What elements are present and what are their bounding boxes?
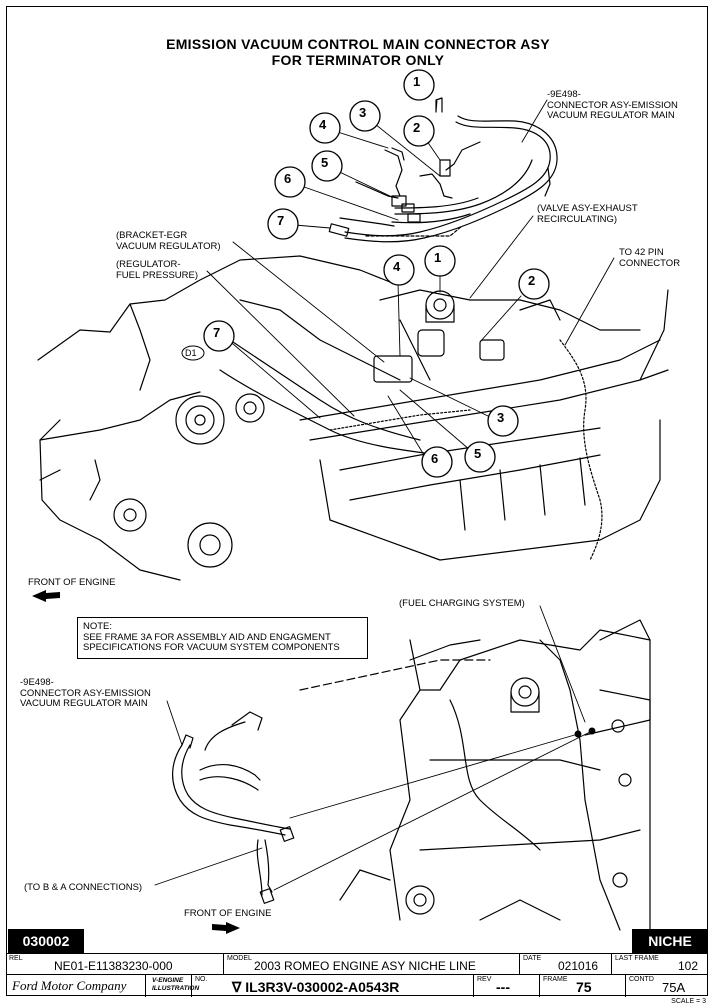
label-to-b-a: (TO B & A CONNECTIONS)	[24, 882, 143, 893]
vengine-text: V-ENGINE ILLUSTRATION	[152, 977, 200, 992]
label-to-42-pin: TO 42 PIN CONNECTOR	[619, 247, 681, 269]
callout-top-2: 2	[413, 120, 421, 135]
callout-top-7: 7	[277, 213, 285, 228]
callout-top-1: 1	[413, 74, 421, 89]
callout-top-4: 4	[319, 117, 327, 132]
callout-engine-4: 4	[393, 259, 401, 274]
rel-caption: REL	[9, 955, 23, 962]
contd-caption: CONTD	[629, 976, 654, 983]
frame-value: 75	[576, 979, 592, 995]
scale-text: SCALE = 3	[671, 998, 706, 1005]
drawing-frame	[6, 6, 708, 996]
callout-engine-6: 6	[431, 451, 439, 466]
engine-top-view	[37, 255, 669, 581]
no-caption: NO.	[195, 976, 208, 983]
label-bracket-egr: (BRACKET-EGR VACUUM REGULATOR)	[116, 230, 221, 252]
number-cell: NO. ∇ IL3R3V-030002-A0543R	[192, 975, 474, 997]
last-frame-cell: LAST FRAME 102	[612, 954, 708, 975]
callout-engine-5: 5	[474, 446, 482, 461]
note-text: NOTE: SEE FRAME 3A FOR ASSEMBLY AID AND …	[83, 621, 340, 653]
rev-cell: REV ---	[474, 975, 540, 997]
engine-side-view	[299, 619, 651, 931]
label-egr-valve: (VALVE ASY-EXHAUST RECIRCULATING)	[537, 203, 638, 225]
model-value: 2003 ROMEO ENGINE ASY NICHE LINE	[254, 959, 476, 973]
vengine-cell: V-ENGINE ILLUSTRATION	[146, 975, 199, 997]
model-cell: MODEL 2003 ROMEO ENGINE ASY NICHE LINE	[224, 954, 520, 975]
last-frame-caption: LAST FRAME	[615, 955, 659, 962]
model-caption: MODEL	[227, 955, 252, 962]
contd-cell: CONTD 75A	[626, 975, 708, 997]
top-harness	[328, 97, 558, 243]
label-fuel-regulator: (REGULATOR- FUEL PRESSURE)	[116, 259, 198, 281]
drawing-number: ∇ IL3R3V-030002-A0543R	[232, 979, 400, 995]
label-front-engine-1: FRONT OF ENGINE	[28, 577, 116, 588]
ford-logo: Ford Motor Company	[12, 978, 127, 993]
callout-top-3: 3	[359, 105, 367, 120]
leader-lines	[154, 99, 615, 891]
frame-id-tag: 030002	[8, 929, 84, 953]
contd-value: 75A	[662, 980, 686, 995]
rev-caption: REV	[477, 976, 492, 983]
rel-cell: REL NE01-E11383230-000	[6, 954, 224, 975]
label-front-engine-2: FRONT OF ENGINE	[184, 908, 272, 919]
last-frame-value: 102	[678, 959, 699, 973]
d1-tag	[181, 345, 205, 361]
label-d1: D1	[185, 348, 197, 358]
frame-cell: FRAME 75	[540, 975, 626, 997]
niche-tag: NICHE	[632, 929, 708, 953]
label-connector-top: -9E498- CONNECTOR ASY-EMISSION VACUUM RE…	[547, 89, 678, 121]
callout-engine-3: 3	[497, 410, 505, 425]
bottom-harness	[172, 711, 295, 904]
date-caption: DATE	[523, 955, 542, 962]
callout-engine-7: 7	[213, 325, 221, 340]
note-box: NOTE: SEE FRAME 3A FOR ASSEMBLY AID AND …	[77, 617, 368, 659]
date-value: 021016	[558, 959, 599, 973]
callout-engine-2: 2	[528, 273, 536, 288]
label-connector-bottom: -9E498- CONNECTOR ASY-EMISSION VACUUM RE…	[20, 677, 151, 709]
callout-engine-1: 1	[434, 250, 442, 265]
callout-top-5: 5	[321, 155, 329, 170]
title-line-2: FOR TERMINATOR ONLY	[271, 52, 445, 68]
title-block: REL NE01-E11383230-000 MODEL 2003 ROMEO …	[6, 953, 708, 997]
callout-top-6: 6	[284, 171, 292, 186]
front-arrow-2	[212, 922, 240, 934]
date-cell: DATE 021016	[520, 954, 612, 975]
company-cell: Ford Motor Company	[6, 975, 146, 997]
title-line-1: EMISSION VACUUM CONTROL MAIN CONNECTOR A…	[166, 36, 550, 52]
frame-caption: FRAME	[543, 976, 568, 983]
rel-value: NE01-E11383230-000	[54, 959, 173, 973]
front-arrow-1	[32, 590, 60, 602]
label-fuel-charging: (FUEL CHARGING SYSTEM)	[399, 598, 525, 609]
rev-value: ---	[496, 979, 510, 995]
